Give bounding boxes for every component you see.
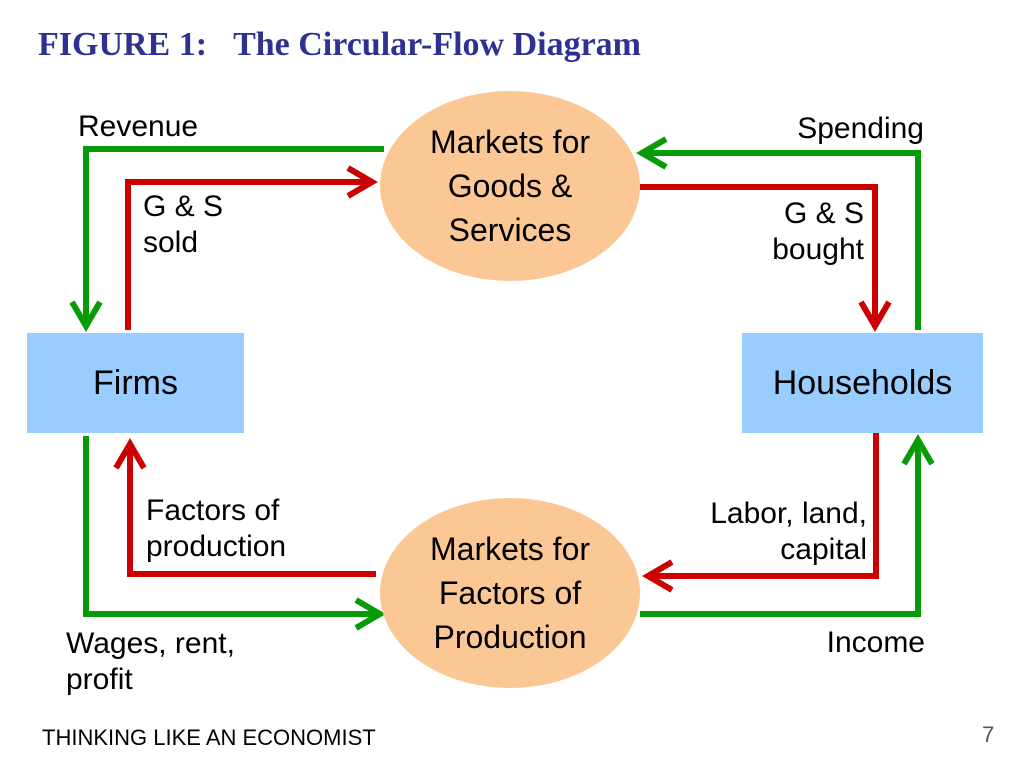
households-label: Households <box>772 363 953 402</box>
goods-market-line-1: Markets for <box>429 124 591 160</box>
gs-bought-line-2: bought <box>772 233 864 266</box>
revenue-arrow <box>83 146 384 322</box>
gs-sold-label: G & S sold <box>143 189 223 261</box>
figure-number: FIGURE 1: <box>38 26 208 63</box>
wages-arrowhead <box>354 597 386 631</box>
wages-line-2: profit <box>66 663 133 696</box>
households-box: Households <box>742 333 983 433</box>
factors-market-ellipse: Markets for Factors of Production <box>380 498 640 688</box>
wages-arrow <box>83 436 376 617</box>
factors-line-2: production <box>146 530 287 563</box>
factors-arrow <box>127 450 376 577</box>
firms-box: Firms <box>27 333 244 433</box>
gs-sold-arrow <box>125 179 366 330</box>
goods-market-line-2: Goods & <box>447 168 573 204</box>
income-arrow <box>640 444 921 617</box>
goods-flow <box>113 165 892 593</box>
revenue-label: Revenue <box>78 110 199 143</box>
gs-bought-arrowhead <box>858 300 892 332</box>
spending-arrowhead <box>636 136 668 170</box>
gs-bought-arrow <box>640 184 878 322</box>
factors-market-line-1: Markets for <box>429 531 591 567</box>
labor-line-2: capital <box>780 533 867 566</box>
gs-sold-line-2: sold <box>143 226 199 259</box>
goods-market-ellipse: Markets for Goods & Services <box>380 91 640 281</box>
factors-of-production-label: Factors of production <box>146 493 286 565</box>
factors-line-1: Factors of <box>146 494 280 527</box>
footer-text: THINKING LIKE AN ECONOMIST <box>42 725 376 750</box>
labor-arrowhead <box>642 559 674 593</box>
money-flow <box>69 136 935 631</box>
figure-title: The Circular-Flow Diagram <box>233 26 641 63</box>
wages-rent-profit-label: Wages, rent, profit <box>66 626 235 698</box>
wages-line-1: Wages, rent, <box>66 627 235 660</box>
page-number: 7 <box>982 722 995 747</box>
labor-land-capital-label: Labor, land, capital <box>710 496 867 568</box>
gs-sold-line-1: G & S <box>143 190 224 223</box>
firms-label: Firms <box>93 363 178 402</box>
spending-label: Spending <box>797 112 924 145</box>
labor-line-1: Labor, land, <box>710 497 867 530</box>
factors-market-line-2: Factors of <box>438 575 582 611</box>
goods-market-line-3: Services <box>448 212 572 248</box>
labor-arrow <box>654 433 879 579</box>
factors-arrowhead <box>113 438 147 470</box>
factors-market-line-3: Production <box>433 619 587 655</box>
gs-bought-label: G & S bought <box>772 196 864 268</box>
income-label: Income <box>826 626 925 659</box>
gs-bought-line-1: G & S <box>783 197 864 230</box>
spending-arrow <box>648 150 921 330</box>
page-title: FIGURE 1: The Circular-Flow Diagram <box>38 26 641 64</box>
gs-sold-arrowhead <box>346 165 378 199</box>
income-arrowhead <box>901 434 935 466</box>
revenue-arrowhead <box>69 300 103 332</box>
